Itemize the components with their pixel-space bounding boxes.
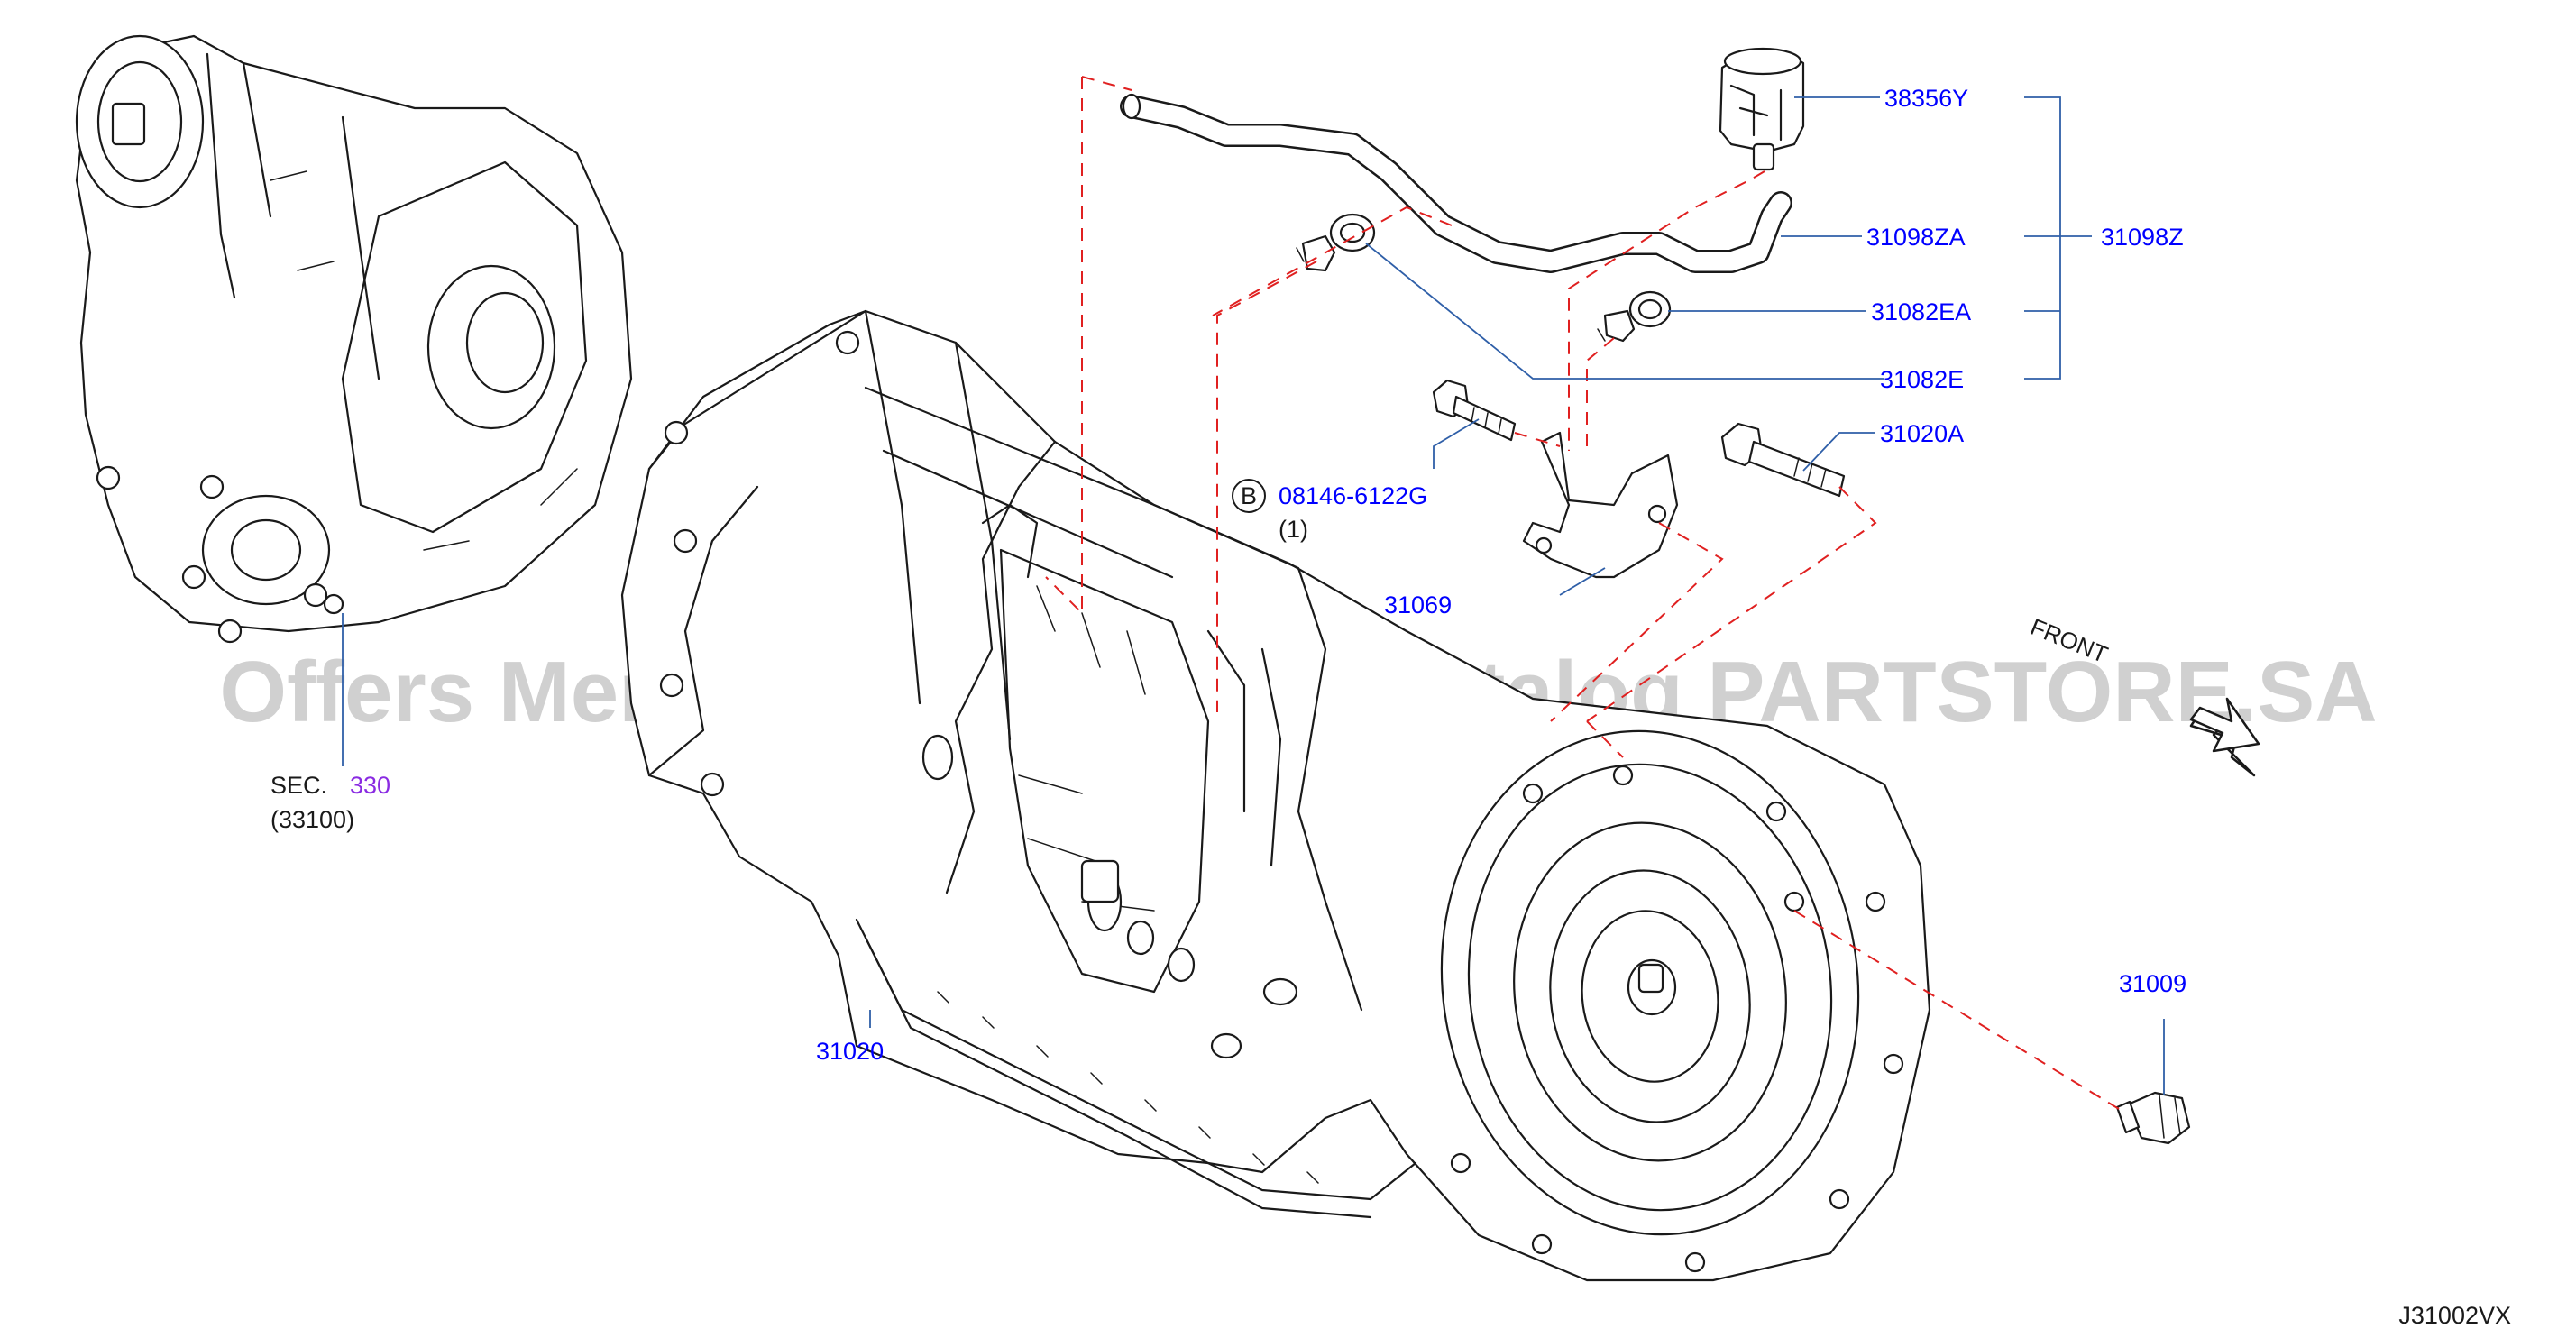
diagram-id: J31002VX — [2398, 1302, 2511, 1329]
breather-cap-icon — [1719, 47, 1805, 171]
clip-icon — [1597, 290, 1672, 343]
part-label-31082EA[interactable]: 31082EA — [1871, 298, 1971, 325]
bolt-quantity: (1) — [1279, 516, 1308, 543]
part-label-31082E[interactable]: 31082E — [1880, 366, 1964, 393]
leader-lines — [342, 96, 2165, 1095]
transmission-drawing — [620, 309, 1931, 1282]
part-label-31020[interactable]: 31020 — [816, 1038, 884, 1065]
section-number[interactable]: 330 — [350, 772, 390, 799]
section-sub: (33100) — [270, 806, 354, 833]
drain-plug-icon — [2115, 1091, 2191, 1145]
bolt-icon — [1432, 379, 1517, 442]
section-reference[interactable]: SEC. 330 (33100) — [270, 772, 390, 833]
section-prefix: SEC. — [270, 772, 327, 799]
part-label-31020A[interactable]: 31020A — [1880, 420, 1964, 447]
transfer-case-drawing — [75, 34, 633, 644]
part-label-38356Y[interactable]: 38356Y — [1884, 85, 1968, 112]
part-label-31069[interactable]: 31069 — [1384, 591, 1452, 619]
bolt-note[interactable]: B 08146-6122G (1) — [1232, 479, 1427, 543]
reference-lines — [1045, 76, 2120, 1110]
bolt-icon — [1720, 422, 1846, 498]
circle-b-icon — [1232, 479, 1266, 513]
part-label-08146-6122G[interactable]: 08146-6122G — [1279, 482, 1427, 509]
breather-hose-icon — [1120, 93, 1792, 273]
bracket-icon — [1522, 431, 1679, 579]
clip-icon — [1296, 213, 1376, 272]
part-label-31098ZA[interactable]: 31098ZA — [1866, 224, 1966, 251]
circle-letter: B — [1241, 482, 1257, 509]
part-label-31009[interactable]: 31009 — [2119, 970, 2186, 997]
front-arrow-icon — [2189, 697, 2260, 777]
part-label-31098Z[interactable]: 31098Z — [2101, 224, 2184, 251]
